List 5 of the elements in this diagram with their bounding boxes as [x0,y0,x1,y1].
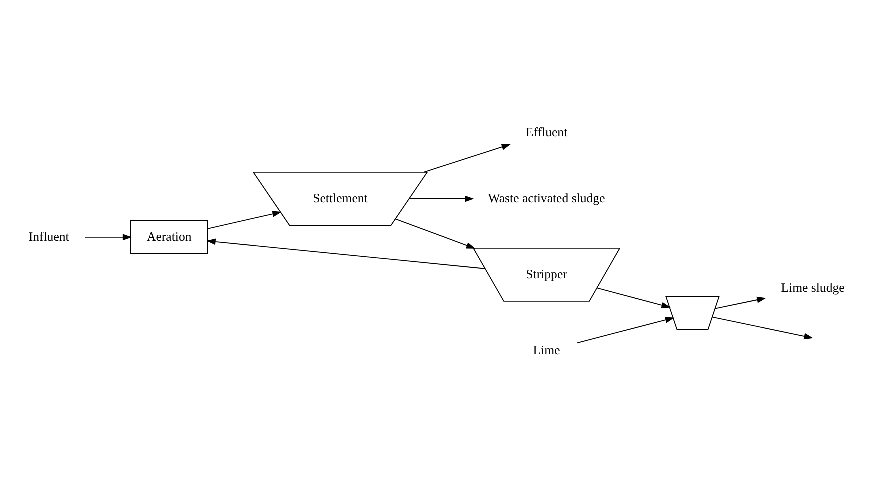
node-text: Lime sludge [781,281,845,296]
node-text: Waste activated sludge [488,191,606,206]
node-text: Influent [28,230,70,244]
node-text: Lime [533,343,560,358]
node-text: Effluent [526,126,568,140]
